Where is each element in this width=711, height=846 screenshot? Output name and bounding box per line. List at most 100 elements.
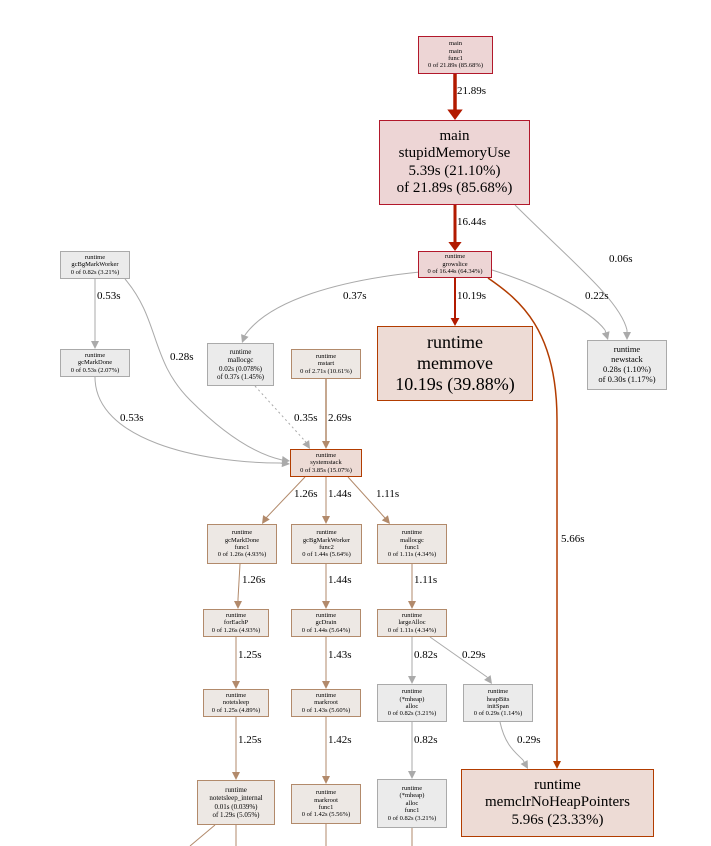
edge-gc-bg-mark-worker-to-systemstack [124, 278, 283, 461]
arrowhead [281, 459, 290, 468]
node-text-line: func1 [404, 544, 420, 551]
edge-growslice-to-mallocgc [244, 271, 421, 336]
edge-large-alloc-to-heap-bits-init-span [429, 636, 488, 678]
node-text-line: runtime [84, 253, 106, 261]
node-text-line: newstack [611, 354, 643, 365]
arrowhead [447, 109, 463, 120]
edge-growslice-to-memclr-no-heap-pointers [487, 277, 558, 759]
edge-label: 0.53s [97, 290, 121, 302]
node-text-line: 10.19s (39.88%) [395, 373, 515, 394]
edge-label: 0.35s [294, 412, 318, 424]
arrowhead [484, 675, 492, 684]
node-text-line: 0 of 0.53s (2.07%) [70, 366, 120, 374]
node-text-line: gcBgMarkWorker [302, 536, 351, 544]
arrowhead [322, 681, 330, 689]
node-text-line: runtime [315, 451, 337, 459]
node-text-line: 0.01s (0.039%) [214, 802, 258, 811]
node-text-line: of 0.37s (1.45%) [216, 372, 265, 381]
node-text-line: notetsleep_internal [209, 794, 263, 803]
edge-label: 0.37s [343, 290, 367, 302]
node-text-line: func1 [448, 55, 463, 62]
node-text-line: runtime [401, 529, 423, 537]
node-text-line: runtime [225, 691, 247, 699]
node-text-line: of 0.30s (1.17%) [598, 373, 656, 384]
node-text-line: gcBgMarkWorker [71, 261, 119, 269]
node-text-line: 0 of 3.85s (15.07%) [300, 466, 352, 474]
edge-systemstack-to-mallocgc-func1 [347, 476, 386, 519]
arrowhead [322, 441, 330, 449]
node-text-line: runtime [229, 348, 252, 357]
node-text-line: 0 of 16.44s (64.34%) [427, 268, 483, 276]
node-text-line: gcMarkDone [224, 536, 260, 544]
edge-mallocgc-to-systemstack [254, 385, 306, 442]
node-text-line: markroot [314, 796, 338, 804]
node-text-line: gcDrain [315, 619, 337, 627]
node-text-line: runtime [231, 529, 253, 537]
edge-label: 16.44s [457, 216, 487, 228]
arrowhead [322, 776, 330, 784]
edge-label: 0.82s [414, 734, 438, 746]
arrowhead [381, 515, 390, 524]
node-text-line: 0 of 1.44s (5.64%) [301, 626, 351, 634]
node-text-line: memmove [417, 353, 493, 374]
node-text-line: 0 of 2.71s (10.61%) [300, 367, 352, 375]
edge-gc-mark-done-func1-to-for-each-p [237, 563, 241, 600]
node-text-line: runtime [84, 351, 106, 359]
node-text-line: 0.02s (0.078%) [219, 364, 262, 373]
node-text-line: runtime [315, 611, 337, 619]
edge-label: 1.26s [242, 574, 266, 586]
node-text-line: 0 of 0.29s (1.14%) [473, 710, 523, 718]
node-text-line: runtime [225, 611, 247, 619]
edge-connector [604, 329, 607, 333]
arrowhead [520, 760, 528, 769]
edge-label: 1.25s [238, 734, 262, 746]
node-text-line: func1 [234, 544, 250, 551]
arrowhead [408, 676, 416, 684]
node-text-line: runtime [316, 529, 337, 537]
node-text-line: mallocgc [400, 536, 424, 544]
node-text-line: stupidMemoryUse [398, 145, 511, 162]
node-text-line: of 1.29s (5.05%) [212, 810, 260, 819]
node-text-line: (*mheap) [399, 792, 425, 800]
node-text-line: 0 of 1.11s (4.34%) [387, 626, 437, 634]
node-text-line: 0 of 0.82s (3.21%) [387, 814, 437, 822]
edge-label: 1.11s [414, 574, 438, 586]
node-text-line: gcMarkDone [77, 359, 113, 367]
arrowhead [322, 516, 330, 524]
node-text-line: runtime [315, 789, 337, 797]
edge-connector [304, 440, 307, 443]
arrowhead [408, 771, 416, 779]
node-text-line: runtime [315, 691, 337, 699]
edge-label: 0.29s [462, 649, 486, 661]
edge-label: 1.25s [238, 649, 262, 661]
edge-heap-bits-init-span-to-memclr-no-heap-pointers [499, 721, 524, 761]
edge-label: 2.69s [328, 412, 352, 424]
arrowhead [623, 332, 631, 340]
edge-gc-mark-done-to-systemstack [94, 376, 281, 464]
